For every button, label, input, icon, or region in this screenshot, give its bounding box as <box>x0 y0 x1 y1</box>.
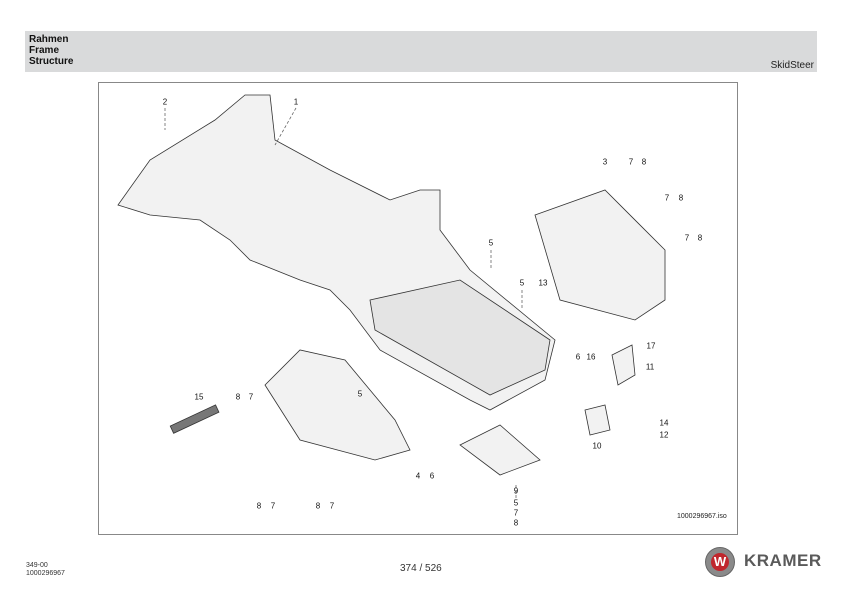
callout: 7 <box>628 157 634 167</box>
footer-codes: 349-00 1000296967 <box>26 562 65 578</box>
callout: 4 <box>415 471 421 481</box>
section-code: 349-00 <box>26 562 48 569</box>
callout: 7 <box>513 508 519 518</box>
page-header: Rahmen Frame Structure SkidSteer <box>25 31 817 72</box>
callout: 17 <box>646 341 656 351</box>
callout: 6 <box>429 471 435 481</box>
callout: 8 <box>315 501 321 511</box>
callout: 5 <box>357 389 363 399</box>
callout: 5 <box>519 278 525 288</box>
drawing-file-label: 1000296967.iso <box>677 513 727 520</box>
doc-number: 1000296967 <box>26 570 65 577</box>
callout: 7 <box>684 233 690 243</box>
title-fr: Structure <box>29 56 74 67</box>
callout: 8 <box>641 157 647 167</box>
rear-cover <box>534 189 666 321</box>
callout: 7 <box>664 193 670 203</box>
callout: 8 <box>697 233 703 243</box>
callout: 2 <box>162 97 168 107</box>
callout: 3 <box>602 157 608 167</box>
callout: 5 <box>513 498 519 508</box>
drawing-frame <box>98 82 738 535</box>
bracket-11 <box>611 344 636 386</box>
callout: 1 <box>293 97 299 107</box>
page-number: 374 / 526 <box>400 563 442 574</box>
title-de: Rahmen <box>29 34 69 45</box>
callout: 8 <box>256 501 262 511</box>
callout: 10 <box>592 441 602 451</box>
callout: 7 <box>270 501 276 511</box>
model-label: SkidSteer <box>770 60 814 71</box>
callout: 8 <box>678 193 684 203</box>
callout: 11 <box>645 362 655 372</box>
callout: 7 <box>248 392 254 402</box>
bracket-10 <box>584 404 611 436</box>
callout: 6 <box>575 352 581 362</box>
callout: 13 <box>538 278 548 288</box>
callout: 8 <box>235 392 241 402</box>
callout: 9 <box>513 486 519 496</box>
callout: 14 <box>659 418 669 428</box>
strip-15 <box>169 404 220 434</box>
callout: 5 <box>488 238 494 248</box>
logo-letter: W <box>711 553 729 571</box>
brand-name: KRAMER <box>744 551 822 570</box>
callout: 7 <box>329 501 335 511</box>
callout: 12 <box>659 430 669 440</box>
callout: 15 <box>194 392 204 402</box>
kramer-logo-icon: W <box>705 547 735 577</box>
title-en: Frame <box>29 45 60 56</box>
callout: 16 <box>586 352 596 362</box>
frame-rail <box>369 279 551 396</box>
callout: 8 <box>513 518 519 528</box>
front-cover <box>264 349 411 461</box>
plate-9 <box>459 424 541 476</box>
